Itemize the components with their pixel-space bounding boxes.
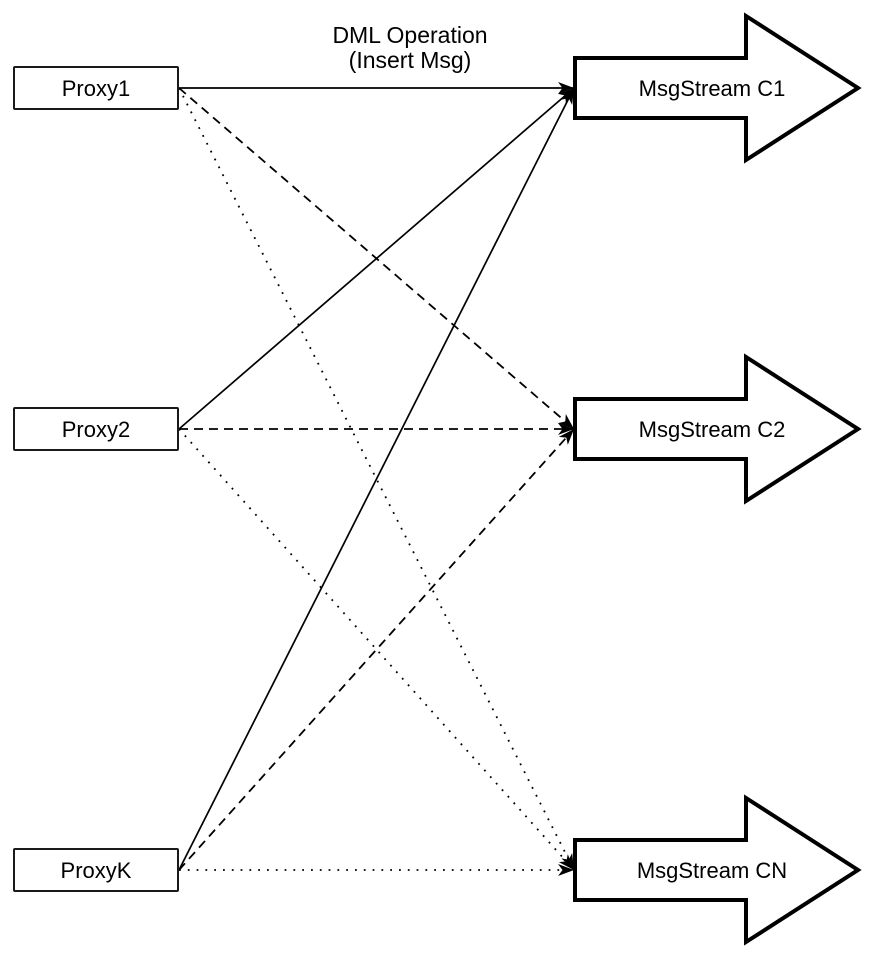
msgstream-c2-label: MsgStream C2 <box>639 417 786 442</box>
proxy1-node: Proxy1 <box>13 66 179 110</box>
msgstream-c2-arrow <box>573 353 862 505</box>
edge-proxy2-msgstream-cn <box>178 428 575 871</box>
edge-proxy1-msgstream-c2 <box>178 87 575 430</box>
msgstream-c1-label: MsgStream C1 <box>639 76 786 101</box>
proxyk-box <box>13 848 179 892</box>
msgstream-cn-node: MsgStream CN <box>573 794 862 946</box>
proxyk-node: ProxyK <box>13 848 179 892</box>
msgstream-cn-label: MsgStream CN <box>637 858 787 883</box>
proxy2-box <box>13 407 179 451</box>
proxy1-box <box>13 66 179 110</box>
msgstream-cn-arrow <box>573 794 862 946</box>
diagram-title: DML Operation (Insert Msg) <box>332 22 487 73</box>
msgstream-nodes: MsgStream C1 MsgStream C2 MsgStream CN <box>573 12 862 946</box>
proxy2-node: Proxy2 <box>13 407 179 451</box>
msgstream-c1-arrow <box>573 12 862 164</box>
msgstream-c1-node: MsgStream C1 <box>573 12 862 164</box>
edge-proxyk-msgstream-c2 <box>178 428 575 871</box>
diagram-title-line1: DML Operation <box>332 22 487 48</box>
proxy-nodes: Proxy1 Proxy2 ProxyK <box>13 66 179 892</box>
edge-group <box>178 82 575 876</box>
proxy1-label: Proxy1 <box>62 76 130 101</box>
proxy2-label: Proxy2 <box>62 417 130 442</box>
proxyk-label: ProxyK <box>61 858 132 883</box>
edge-proxyk-msgstream-c1 <box>178 87 575 871</box>
msgstream-c2-node: MsgStream C2 <box>573 353 862 505</box>
diagram-title-line2: (Insert Msg) <box>349 47 472 73</box>
